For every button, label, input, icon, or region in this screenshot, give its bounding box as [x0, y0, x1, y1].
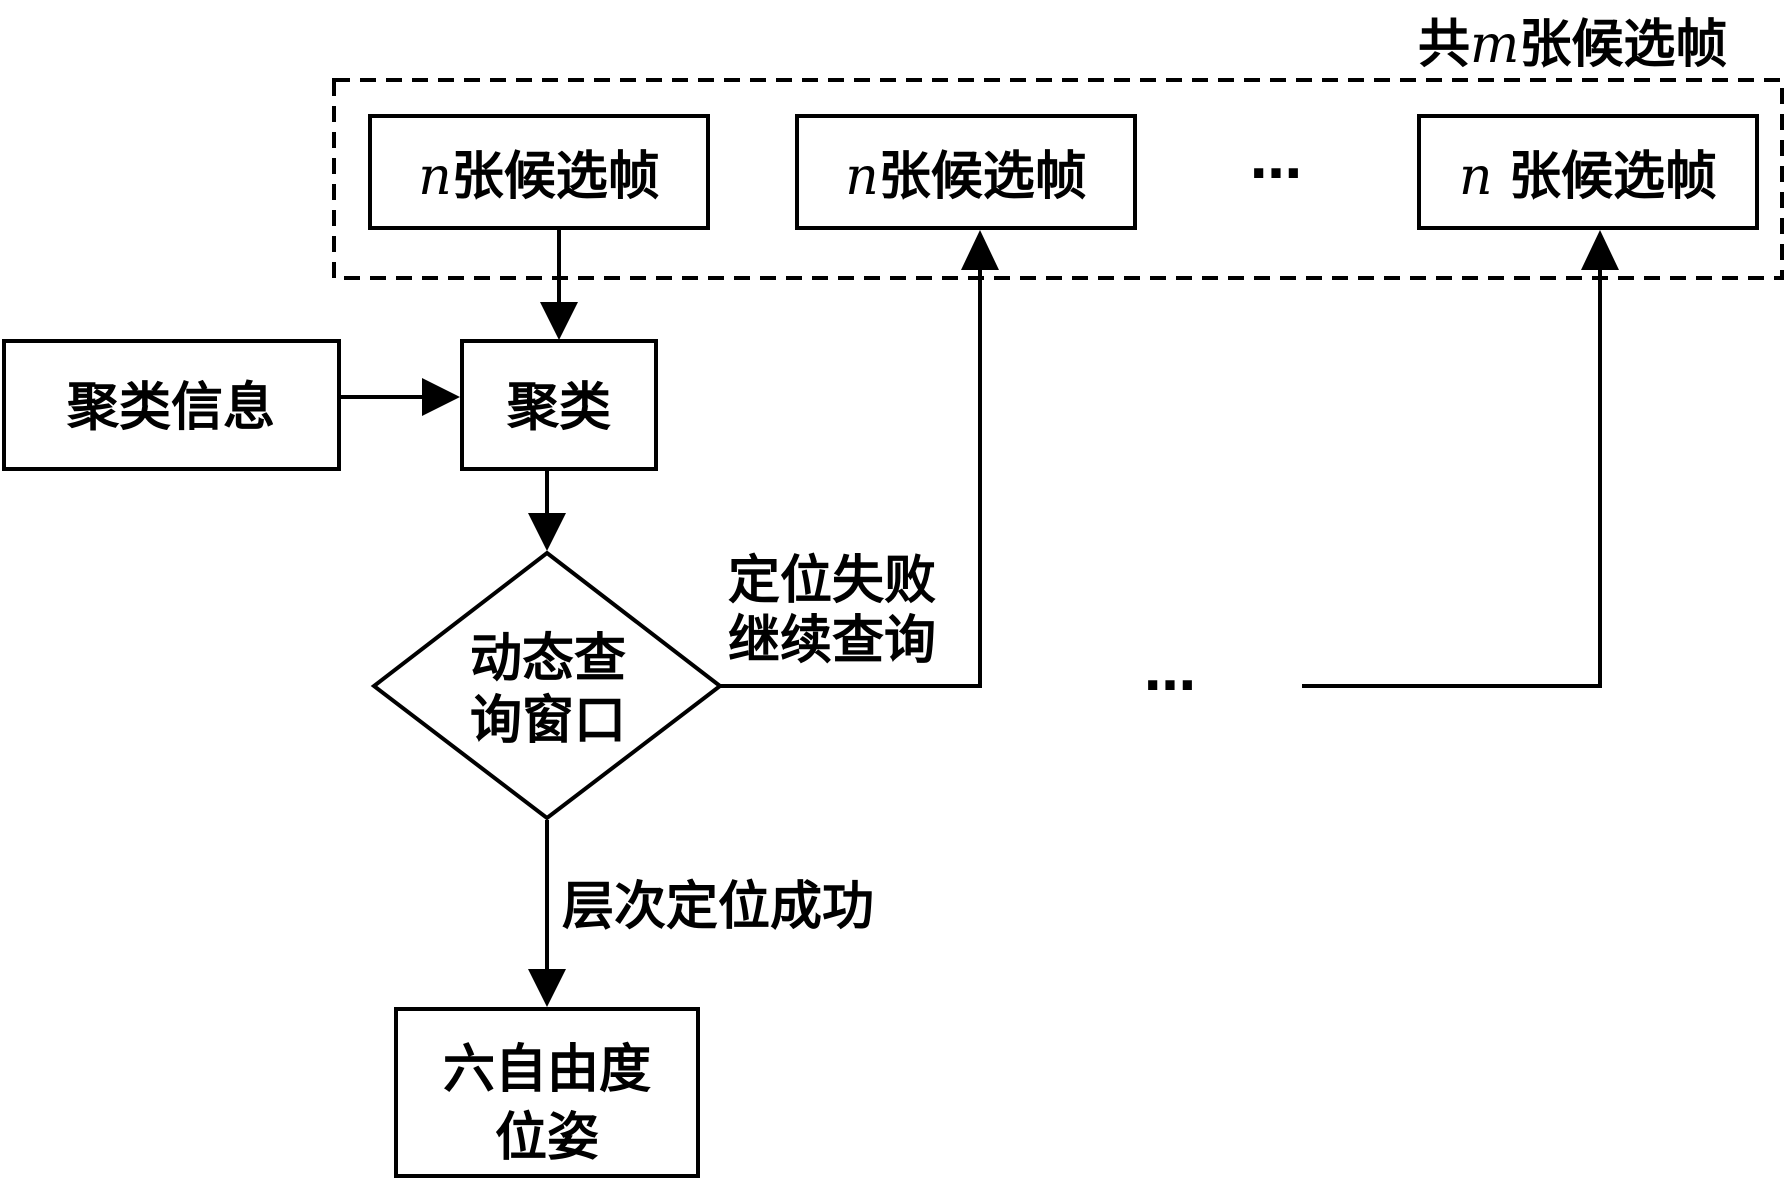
- arrow-cluster-info-to-cluster: [341, 378, 460, 416]
- arrow-cluster-to-decision: [528, 471, 566, 551]
- svg-text:聚类信息: 聚类信息: [66, 378, 275, 438]
- query-loop-ellipsis: …: [1144, 643, 1196, 703]
- svg-text:n张候选帧: n张候选帧: [845, 147, 1087, 207]
- svg-text:询窗口: 询窗口: [470, 691, 626, 751]
- svg-text:n 张候选帧: n 张候选帧: [1459, 147, 1717, 207]
- arrow-continue-to-last-frames: [1302, 230, 1619, 688]
- svg-text:六自由度: 六自由度: [443, 1040, 651, 1100]
- six-dof-pose-box: 六自由度 位姿: [394, 1007, 700, 1178]
- fail-label-line1: 定位失败: [728, 551, 936, 611]
- candidate-group-label: 共m张候选帧: [1418, 15, 1727, 75]
- cluster-info-box: 聚类信息: [2, 339, 341, 471]
- candidate-frames-box-3: n 张候选帧: [1417, 114, 1759, 230]
- cluster-box: 聚类: [460, 339, 658, 471]
- arrow-success-to-pose: [528, 820, 566, 1007]
- dynamic-query-window-decision: 动态查 询窗口: [370, 550, 724, 821]
- frames-ellipsis: …: [1250, 131, 1302, 191]
- arrow-fail-to-next-frames: [720, 230, 999, 688]
- svg-text:动态查: 动态查: [470, 629, 626, 689]
- svg-text:位姿: 位姿: [495, 1108, 599, 1168]
- candidate-group-boundary: [332, 78, 1784, 280]
- arrow-frames-to-cluster: [540, 230, 578, 340]
- success-label: 层次定位成功: [562, 877, 874, 937]
- svg-text:聚类: 聚类: [506, 378, 611, 438]
- fail-label-line2: 继续查询: [728, 611, 936, 671]
- candidate-frames-box-2: n张候选帧: [795, 114, 1137, 230]
- candidate-frames-box-1: n张候选帧: [368, 114, 710, 230]
- svg-text:n张候选帧: n张候选帧: [418, 147, 660, 207]
